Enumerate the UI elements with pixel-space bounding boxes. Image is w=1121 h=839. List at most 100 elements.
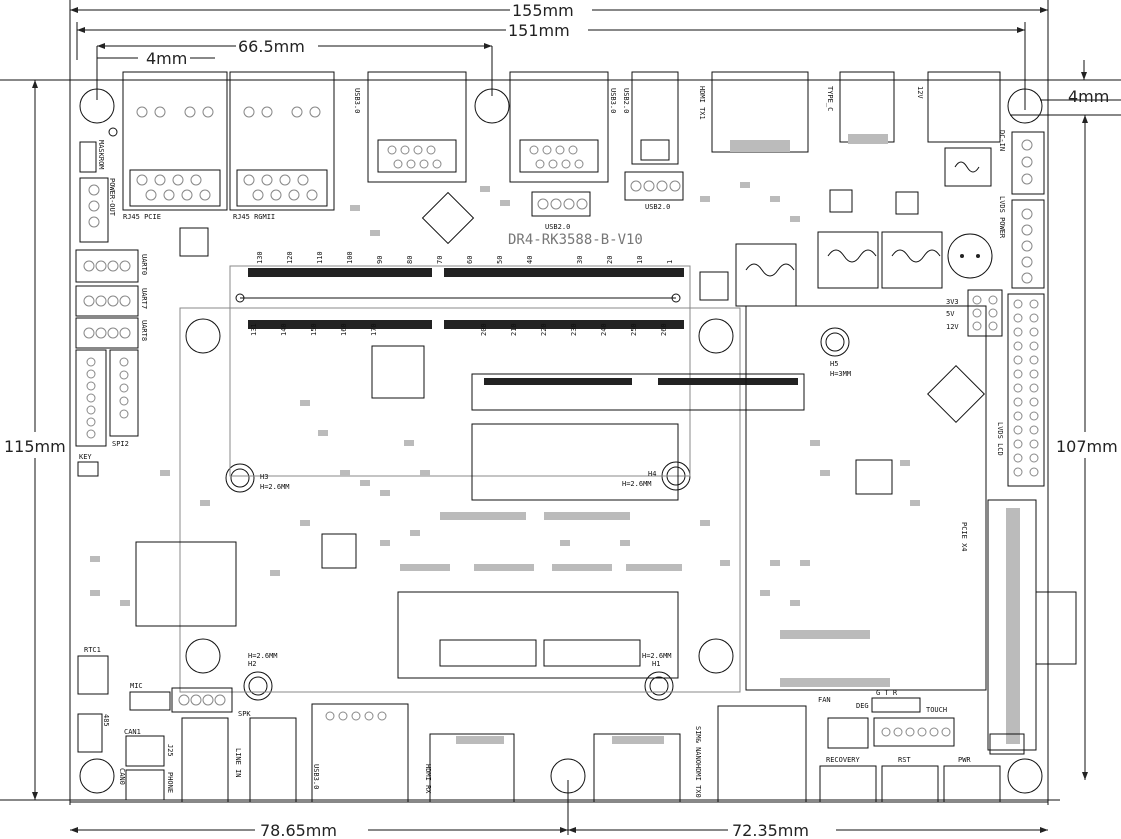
standoff-labels: H5 H=3MM H4 H=2.6MM H3 H=2.6MM H=2.6MM H… <box>248 360 851 668</box>
pin-label: 140 <box>280 323 288 336</box>
dim-top-outer: 155mm <box>512 1 574 20</box>
pin-label: 160 <box>340 323 348 336</box>
label-can0: CAN0 <box>118 768 126 785</box>
pin-label: 110 <box>316 251 324 264</box>
pin-label: 230 <box>570 323 578 336</box>
label-h5-size: H=3MM <box>830 370 851 378</box>
pin-label: 1 <box>666 260 674 264</box>
label-spi2: SPI2 <box>112 440 129 448</box>
label-lvds-power: LVDS POWER <box>998 196 1006 239</box>
dim-top-small: 4mm <box>146 49 187 68</box>
label-h4: H4 <box>648 470 656 478</box>
dim-bottom-right: 72.35mm <box>732 821 809 839</box>
pin-label: 10 <box>636 256 644 264</box>
label-usb2-c: USB2.0 <box>645 203 670 211</box>
pin-label: 30 <box>576 256 584 264</box>
label-h3: H3 <box>260 473 268 481</box>
usb2-connectors: USB2.0 USB2.0 USB2.0 <box>531 71 684 231</box>
label-h2: H2 <box>248 660 256 668</box>
pin-label: 131 <box>250 323 258 336</box>
dim-right-small: 4mm <box>1068 87 1109 106</box>
label-power-out: POWER-OUT <box>108 178 116 217</box>
label-gtr: G T R <box>876 689 898 697</box>
label-touch: TOUCH <box>926 706 947 714</box>
inductors <box>735 231 943 307</box>
label-deg: DEG <box>856 702 869 710</box>
dim-bottom-left: 78.65mm <box>260 821 337 839</box>
board-title: DR4-RK3588-B-V10 <box>508 232 643 248</box>
pin-label: 250 <box>630 323 638 336</box>
pin-label: 120 <box>286 251 294 264</box>
label-h1-size: H=2.6MM <box>642 652 672 660</box>
pin-label: 50 <box>496 256 504 264</box>
bottom-left-connectors: RTC1 MIC SPK 485 CAN1 CAN0 J25 PHONE LIN… <box>77 541 807 803</box>
pin-label: 240 <box>600 323 608 336</box>
label-h4-size: H=2.6MM <box>622 480 652 488</box>
label-dc-in: DC-IN <box>998 130 1006 151</box>
label-pwr: PWR <box>958 756 971 764</box>
label-maskrom: MASKROM <box>97 140 105 170</box>
mounting-holes <box>79 88 1043 794</box>
label-rst: RST <box>898 756 911 764</box>
dim-right-height: 107mm <box>1056 437 1118 456</box>
label-uart7: UART7 <box>140 288 148 309</box>
rj45-connectors: RJ45 PCIE RJ45 RGMII <box>122 71 335 221</box>
label-lvds-lcd: LVDS LCD <box>996 422 1004 456</box>
label-pcie-x4: PCIE X4 <box>960 522 968 552</box>
label-usb3-second: USB3.0 <box>609 88 617 113</box>
pin-label: 130 <box>256 251 264 264</box>
hdmi-typec-power-connectors: HDMI TX1 TYPE_C 12V <box>698 71 1001 187</box>
pin-label: 200 <box>480 323 488 336</box>
bottom-right-connectors: FAN DEG G T R TOUCH RECOVERY RST PWR <box>745 305 1025 803</box>
label-can1: CAN1 <box>124 728 141 736</box>
pin-label: 220 <box>540 323 548 336</box>
label-h5: H5 <box>830 360 838 368</box>
label-rtc1: RTC1 <box>84 646 101 654</box>
label-hdmi-tx1: HDMI TX1 <box>698 86 706 120</box>
pin-label: 80 <box>406 256 414 264</box>
label-fan: FAN <box>818 696 831 704</box>
label-12v: 12V <box>916 86 924 99</box>
label-hdmi-tx0: HDMI TX0 <box>694 764 702 798</box>
label-usb30-bottom: USB3.0 <box>312 764 320 789</box>
pin-label: 70 <box>436 256 444 264</box>
som-module: DR4-RK3588-B-V10 <box>179 232 805 693</box>
pin-label: 150 <box>310 323 318 336</box>
pin-label: 100 <box>346 251 354 264</box>
label-12v-b: 12V <box>946 323 959 331</box>
label-485: 485 <box>102 714 110 727</box>
label-spk: SPK <box>238 710 251 718</box>
label-phone: PHONE <box>166 772 174 793</box>
label-mic: MIC <box>130 682 143 690</box>
label-uart0: UART0 <box>140 254 148 275</box>
label-uart8: UART8 <box>140 320 148 341</box>
pin-label: 60 <box>466 256 474 264</box>
pin-label: 90 <box>376 256 384 264</box>
label-j25: J25 <box>166 744 174 757</box>
pin-label: 170 <box>370 323 378 336</box>
label-rj45-rgmii: RJ45 RGMII <box>233 213 275 221</box>
label-key: KEY <box>79 453 92 461</box>
label-type-c: TYPE_C <box>826 86 834 111</box>
right-headers: DC-IN LVDS POWER 3V3 5V 12V LVDS LCD PCI… <box>946 130 1077 751</box>
label-5v: 5V <box>946 310 955 318</box>
dim-top-offset: 66.5mm <box>238 37 305 56</box>
label-3v3: 3V3 <box>946 298 959 306</box>
chips <box>179 189 985 569</box>
label-line-in: LINE IN <box>234 748 242 778</box>
dim-left-height: 115mm <box>4 437 66 456</box>
label-h2-size: H=2.6MM <box>248 652 278 660</box>
pin-numbers: 130 120 110 100 90 80 70 60 50 40 30 20 … <box>250 251 674 336</box>
label-usb3-top: USB3.0 <box>353 88 361 113</box>
label-sim-nano: SIM& NANO <box>694 726 702 764</box>
pin-label: 20 <box>606 256 614 264</box>
board-outline <box>69 79 1049 803</box>
label-h3-size: H=2.6MM <box>260 483 290 491</box>
label-usb2-a: USB2.0 <box>622 88 630 113</box>
left-headers: MASKROM POWER-OUT UART0 UART7 UART8 SPI2… <box>75 127 148 477</box>
pin-label: 210 <box>510 323 518 336</box>
pin-label: 260 <box>660 323 668 336</box>
label-h1: H1 <box>652 660 660 668</box>
